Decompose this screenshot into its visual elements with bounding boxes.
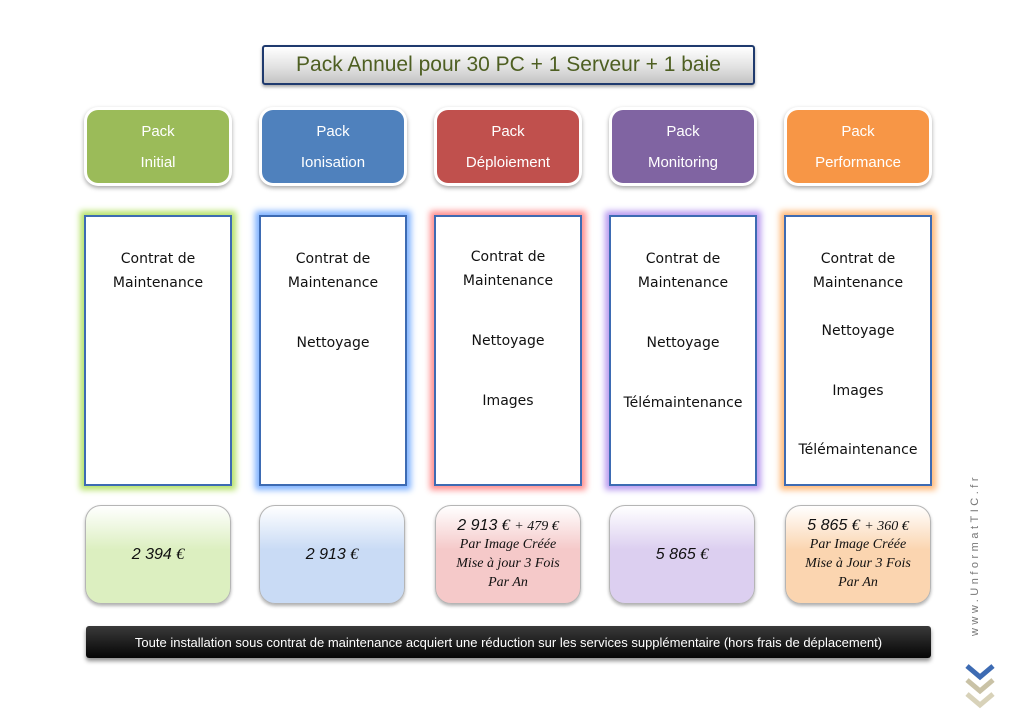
price-box-monitoring: 5 865 € [609, 505, 755, 604]
feature-item: Télémaintenance [798, 442, 918, 458]
pack-header-line1: Pack [841, 122, 875, 140]
pack-header-ionisation: Pack Ionisation [259, 107, 407, 186]
pack-header-fill: Pack Monitoring [612, 110, 754, 183]
brand-text: www.UnformatTIC.fr [969, 473, 982, 637]
pack-header-performance: Pack Performance [784, 107, 932, 186]
feature-item: Nettoyage [646, 335, 720, 351]
feature-box-initial: Contrat de Maintenance [84, 215, 232, 486]
pack-header-deploiement: Pack Déploiement [434, 107, 582, 186]
feature-item: Contrat de Maintenance [287, 251, 379, 291]
price-box-ionisation: 2 913 € [259, 505, 405, 604]
feature-item: Nettoyage [471, 333, 545, 349]
feature-item: Contrat de Maintenance [812, 251, 904, 291]
feature-item: Images [832, 383, 884, 399]
pack-header-initial: Pack Initial [84, 107, 232, 186]
feature-box-monitoring: Contrat de Maintenance Nettoyage Télémai… [609, 215, 757, 486]
feature-item: Contrat de Maintenance [112, 251, 204, 291]
pack-header-fill: Pack Déploiement [437, 110, 579, 183]
pack-header-line1: Pack [666, 122, 700, 140]
feature-box-deploiement: Contrat de Maintenance Nettoyage Images [434, 215, 582, 486]
feature-box-ionisation: Contrat de Maintenance Nettoyage [259, 215, 407, 486]
pack-header-line2: Monitoring [647, 153, 719, 171]
double-chevron-down-icon [965, 664, 995, 709]
price-value: 2 913 € [305, 545, 359, 563]
pack-header-line1: Pack [316, 122, 350, 140]
price-value: 5 865 € [655, 545, 709, 563]
price-note: Par Image Créée Mise à Jour 3 Fois Par A… [805, 537, 911, 590]
pack-header-line2: Déploiement [465, 153, 551, 171]
price-value: 2 913 € + 479 € [457, 517, 559, 534]
price-box-deploiement: 2 913 € + 479 € Par Image Créée Mise à j… [435, 505, 581, 604]
price-value: 5 865 € + 360 € [807, 517, 909, 534]
feature-box-performance: Contrat de Maintenance Nettoyage Images … [784, 215, 932, 486]
pack-header-line1: Pack [491, 122, 525, 140]
feature-item: Contrat de Maintenance [637, 251, 729, 291]
pack-header-line2: Ionisation [300, 153, 366, 171]
feature-item: Nettoyage [821, 323, 895, 339]
page-title: Pack Annuel pour 30 PC + 1 Serveur + 1 b… [262, 45, 755, 85]
pack-header-line2: Performance [815, 153, 901, 171]
pack-header-fill: Pack Performance [787, 110, 929, 183]
pack-header-fill: Pack Ionisation [262, 110, 404, 183]
footer-notice: Toute installation sous contrat de maint… [86, 626, 931, 658]
price-value: 2 394 € [131, 545, 185, 563]
pack-header-monitoring: Pack Monitoring [609, 107, 757, 186]
pack-header-line2: Initial [140, 153, 176, 171]
price-box-initial: 2 394 € [85, 505, 231, 604]
pack-header-fill: Pack Initial [87, 110, 229, 183]
price-note: Par Image Créée Mise à jour 3 Fois Par A… [456, 537, 560, 590]
price-extra: + 360 € [864, 519, 909, 534]
price-extra: + 479 € [514, 519, 559, 534]
price-box-performance: 5 865 € + 360 € Par Image Créée Mise à J… [785, 505, 931, 604]
feature-item: Contrat de Maintenance [462, 249, 554, 289]
feature-item: Images [482, 393, 534, 409]
brand-watermark: www.UnformatTIC.fr [961, 460, 989, 650]
pack-header-line1: Pack [141, 122, 175, 140]
feature-item: Nettoyage [296, 335, 370, 351]
feature-item: Télémaintenance [623, 395, 743, 411]
